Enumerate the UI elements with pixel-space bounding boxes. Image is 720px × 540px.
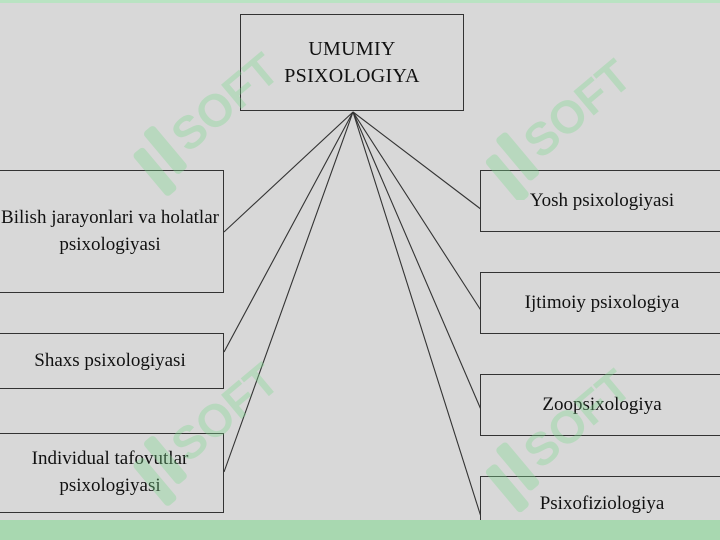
connector-to-bilish xyxy=(223,111,354,233)
root-line-2: PSIXOLOGIYA xyxy=(284,64,420,87)
root-box-umumiy-psixologiya: UMUMIY PSIXOLOGIYA xyxy=(240,14,464,111)
bottom-strip xyxy=(0,520,720,540)
connector-to-fiziologiya xyxy=(352,111,483,521)
box-bilish-jarayonlari: Bilish jarayonlari va holatlar psixologi… xyxy=(0,170,224,293)
connector-to-zoo xyxy=(352,111,483,413)
individual-line-2: psixologiyasi xyxy=(59,475,161,496)
box-ijtimoiy-psixologiya: Ijtimoiy psixologiya xyxy=(480,272,720,334)
box-shaxs-psixologiyasi: Shaxs psixologiyasi xyxy=(0,333,224,389)
shaxs-line-1: Shaxs psixologiyasi xyxy=(34,349,186,371)
individual-line-1: Individual tafovutlar xyxy=(31,448,189,470)
ijtimoiy-label: Ijtimoiy psixologiya xyxy=(524,291,680,313)
root-line-1: UMUMIY xyxy=(308,37,396,60)
connector-to-individual xyxy=(223,111,354,473)
yosh-label: Yosh psixologiyasi xyxy=(529,189,675,211)
top-strip xyxy=(0,0,720,3)
box-individual-tafovutlar: Individual tafovutlar psixologiyasi xyxy=(0,433,224,513)
box-zoopsixologiya: Zoopsixologiya xyxy=(480,374,720,436)
connector-to-shaxs xyxy=(223,111,354,353)
bilish-line-2: psixologiyasi xyxy=(59,233,161,255)
fiziologiya-label: Psixofiziologiya xyxy=(539,492,665,514)
zoo-label: Zoopsixologiya xyxy=(542,393,662,415)
bilish-line-1: Bilish jarayonlari va holatlar xyxy=(1,206,219,228)
connector-to-ijtimoiy xyxy=(352,111,483,313)
connector-to-yosh xyxy=(352,111,483,211)
box-yosh-psixologiyasi: Yosh psixologiyasi xyxy=(480,170,720,232)
